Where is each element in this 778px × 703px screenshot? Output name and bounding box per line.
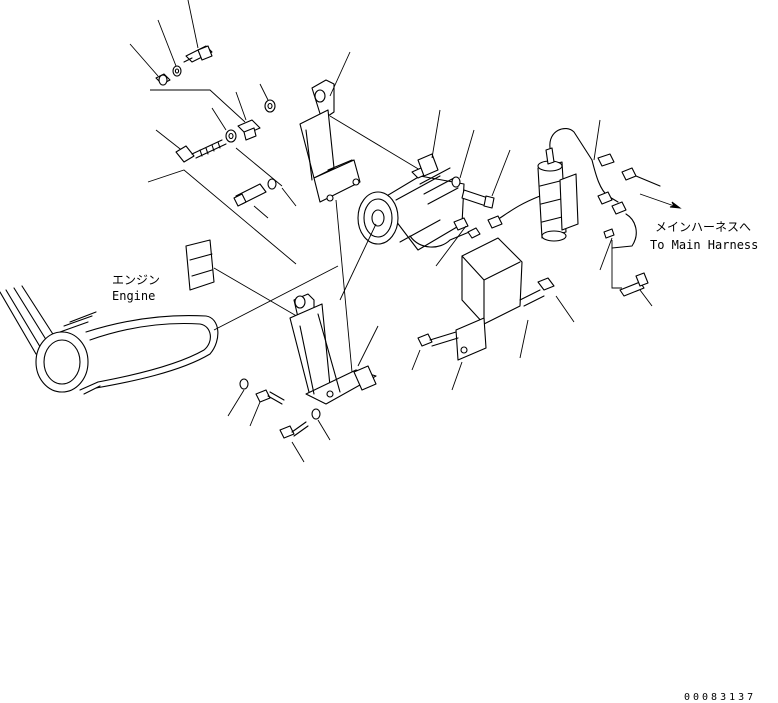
compressor-cover — [461, 237, 529, 359]
engine-bracket — [185, 239, 301, 319]
washer-small — [225, 129, 237, 143]
belt-leader — [213, 265, 339, 331]
harness-label-jp: メインハーネスへ — [655, 220, 751, 234]
drive-belt — [85, 314, 219, 389]
engine-pulley — [0, 285, 101, 395]
compressor-fasteners — [451, 129, 511, 209]
bolt-right — [619, 272, 653, 307]
lower-mounting-bracket — [289, 199, 379, 405]
upper-fastener-group — [129, 0, 297, 265]
drawing-number: 00083137 — [684, 692, 756, 703]
bolt-mid — [233, 183, 267, 207]
ac-compressor — [329, 109, 541, 301]
long-bolt-with-spring — [175, 139, 227, 163]
upper-mounting-bracket — [299, 51, 361, 203]
engine-label-jp: エンジン — [112, 273, 160, 287]
receiver-dryer — [537, 119, 661, 289]
nut-upper — [155, 73, 171, 86]
nut-small — [264, 99, 276, 113]
bolt-upper — [183, 45, 213, 63]
washer-mid — [267, 178, 277, 190]
harness-arrow — [639, 193, 682, 209]
bracket-plate — [411, 277, 575, 391]
clip-upper — [237, 119, 261, 141]
engine-label-en: Engine — [112, 289, 155, 303]
lower-fasteners — [227, 378, 331, 463]
washer-upper — [172, 65, 182, 77]
harness-label-en: To Main Harness — [650, 238, 758, 252]
